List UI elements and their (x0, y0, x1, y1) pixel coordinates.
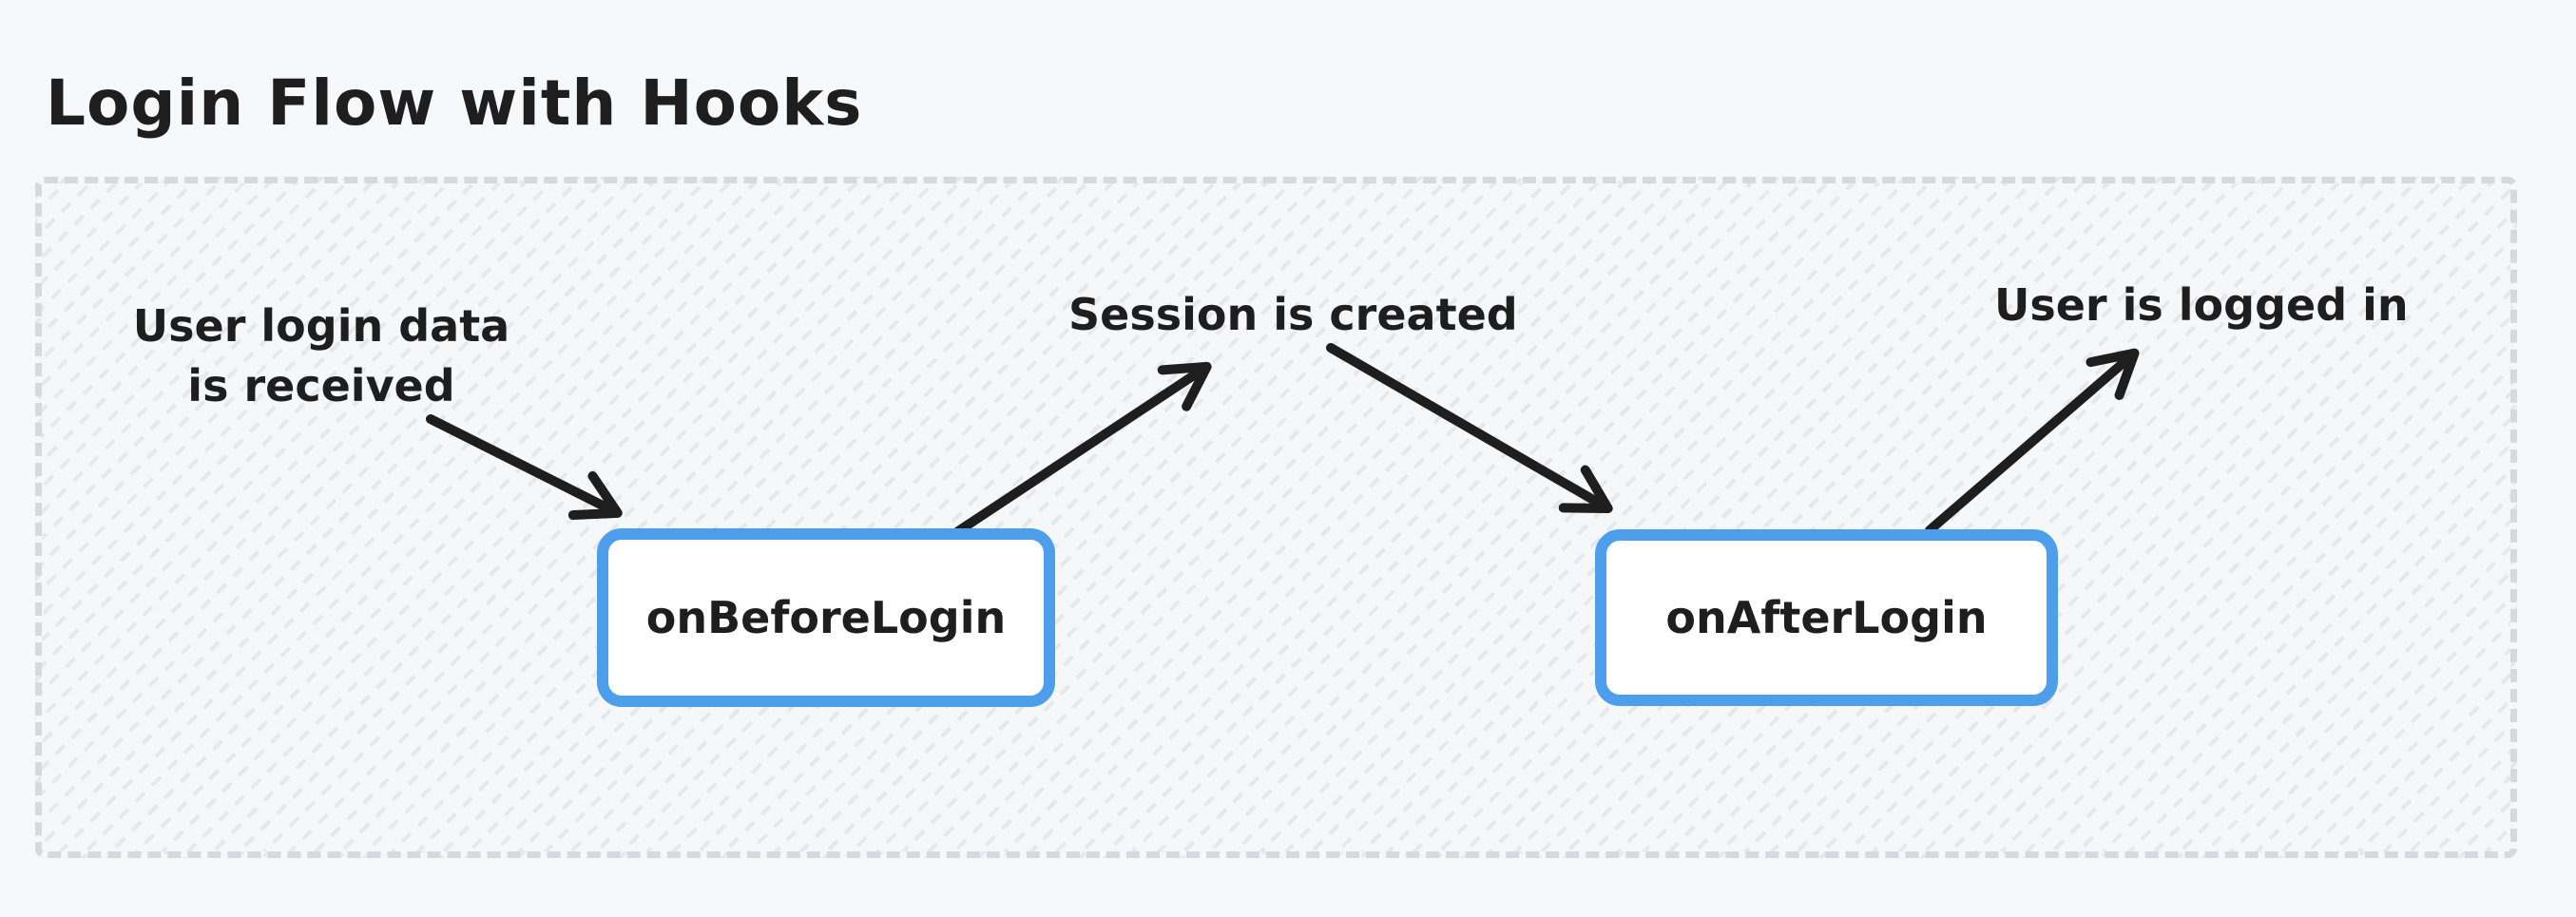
annotation-line: is received (187, 360, 455, 411)
node-label: onAfterLogin (1665, 592, 1988, 643)
node-onbeforelogin: onBeforeLogin (597, 528, 1055, 707)
annotation-user-logged-in: User is logged in (1994, 279, 2409, 331)
annotation-user-login-data: User login data is received (112, 296, 530, 416)
annotation-line: User login data (132, 300, 510, 352)
node-label: onBeforeLogin (645, 592, 1007, 643)
diagram-title: Login Flow with Hooks (46, 67, 863, 140)
annotation-session-created: Session is created (1068, 289, 1518, 340)
node-onafterlogin: onAfterLogin (1595, 529, 2058, 706)
